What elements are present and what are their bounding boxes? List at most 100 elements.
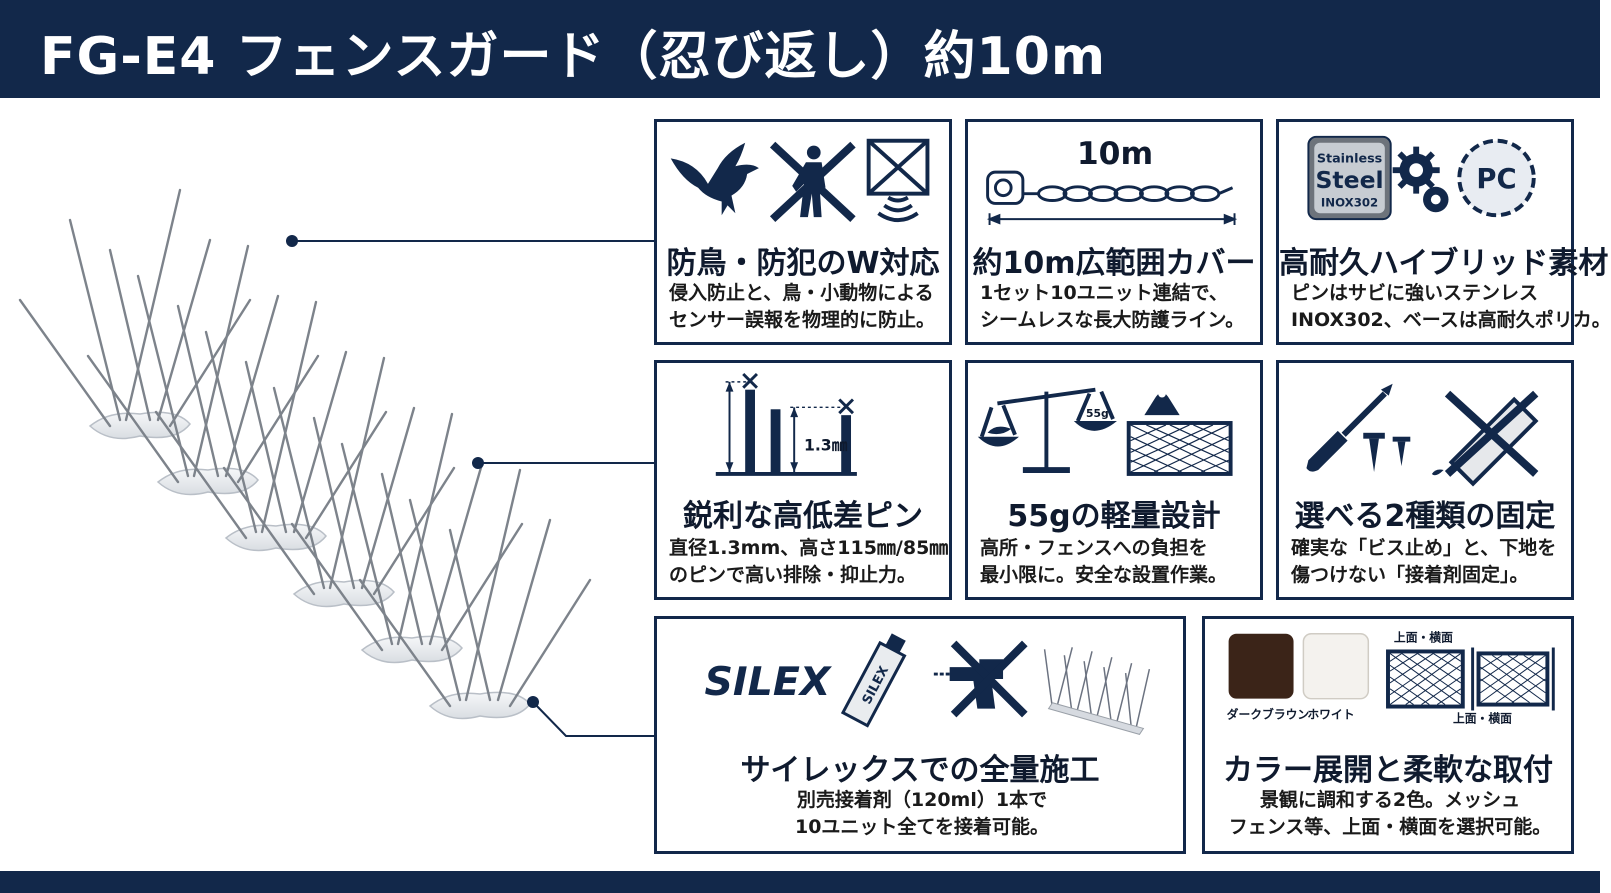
stainless-pin bbox=[448, 528, 492, 702]
stainless-pin bbox=[154, 410, 248, 540]
stainless-pin bbox=[236, 354, 320, 484]
stainless-pin bbox=[108, 248, 152, 422]
adhesive-tube-icon: SILEX bbox=[840, 633, 907, 728]
feature-card-fixing: 選べる2種類の固定 確実な「ビス止め」と、下地を 傷つけない「接着剤固定」。 bbox=[1276, 360, 1574, 600]
no-sensor-icon bbox=[866, 138, 930, 223]
card-description: 直径1.3mm、高さ115㎜/85㎜ のピンで高い排除・抑止力。 bbox=[669, 537, 949, 586]
mount-label-top: 上面・横面 bbox=[1394, 631, 1453, 645]
dark-brown-swatch bbox=[1228, 633, 1294, 699]
coverage-icons: 10m bbox=[986, 136, 1238, 226]
stainless-pin bbox=[358, 578, 452, 708]
feature-card-material: Stainless Steel INOX302 PC 高耐久ハイブリッド素材 ピ… bbox=[1276, 119, 1611, 345]
silex-logo-icon: SILEX bbox=[704, 659, 832, 705]
card-description: 別売接着剤（120ml）1本で 10ユニット全てを接着可能。 bbox=[794, 789, 1050, 838]
svg-text:INOX302: INOX302 bbox=[1321, 195, 1378, 209]
chain-icon bbox=[1037, 185, 1234, 202]
feature-card-bird-crime: 防鳥・防犯のW対応 侵入防止と、鳥・小動物による センサー誤報を物理的に防止。 bbox=[654, 119, 952, 345]
fence-guard-product-image bbox=[18, 188, 592, 720]
material-icons: Stainless Steel INOX302 PC bbox=[1307, 135, 1536, 221]
stainless-pin bbox=[464, 468, 522, 702]
white-swatch bbox=[1302, 633, 1370, 700]
stainless-pin bbox=[508, 578, 592, 708]
balance-scale-icon bbox=[979, 387, 1115, 473]
stainless-pin bbox=[290, 522, 384, 652]
stainless-pin bbox=[496, 518, 552, 702]
card-description: 高所・フェンスへの負担を 最小限に。安全な設置作業。 bbox=[980, 537, 1228, 586]
stainless-pin bbox=[244, 360, 288, 534]
card-title: 選べる2種類の固定 bbox=[1294, 499, 1556, 534]
stainless-pin bbox=[168, 298, 252, 428]
stainless-pin bbox=[68, 218, 122, 422]
dark-brown-label: ダークブラウン bbox=[1227, 707, 1310, 721]
feature-card-silex: SILEX SILEX サイレックスでの全量施工 別売接着剤（120ml）1本で… bbox=[654, 616, 1186, 854]
card-title: 約10m広範囲カバー bbox=[972, 246, 1256, 281]
spike-base bbox=[224, 523, 327, 552]
card-title: カラー展開と柔軟な取付 bbox=[1223, 753, 1553, 788]
stainless-pin bbox=[204, 330, 258, 534]
no-intruder-icon bbox=[769, 141, 856, 223]
card-title: 防鳥・防犯のW対応 bbox=[666, 246, 940, 281]
stainless-pin bbox=[192, 244, 250, 478]
mesh-fence-icon bbox=[1386, 647, 1555, 711]
stainless-pin bbox=[440, 522, 524, 652]
stainless-pin bbox=[304, 410, 388, 540]
stainless-pin bbox=[272, 386, 326, 590]
feature-card-weight: 55g 55gの軽量設計 高所・フェンスへの負担を 最小限に。安全な設置作業。 bbox=[965, 360, 1263, 600]
card-description: ピンはサビに強いステンレス INOX302、ベースは高耐久ポリカ。 bbox=[1291, 282, 1611, 331]
card-description: 確実な「ビス止め」と、下地を 傷つけない「接着剤固定」。 bbox=[1291, 537, 1557, 586]
card-title: 55gの軽量設計 bbox=[1007, 499, 1221, 534]
stainless-pin bbox=[18, 298, 112, 428]
page-title: FG-E4 フェンスガード（忍び返し）約10m bbox=[40, 27, 1107, 87]
weight-on-fence-icon bbox=[1126, 389, 1233, 476]
card-description: 侵入防止と、鳥・小動物による センサー誤報を物理的に防止。 bbox=[669, 282, 936, 331]
footer-bar bbox=[0, 871, 1600, 893]
svg-text:Stainless: Stainless bbox=[1317, 151, 1382, 166]
spike-base bbox=[360, 635, 463, 664]
spike-base bbox=[88, 411, 191, 440]
stainless-pin bbox=[176, 304, 220, 478]
spike-base bbox=[156, 467, 259, 496]
pc-gear-icon: PC bbox=[1457, 138, 1536, 218]
stainless-pin bbox=[372, 466, 456, 596]
svg-text:PC: PC bbox=[1476, 164, 1516, 195]
stainless-pin bbox=[312, 416, 356, 590]
length-label: 10m bbox=[1077, 136, 1153, 172]
no-drill-icon bbox=[933, 640, 1028, 718]
card-description: 景観に調和する2色。メッシュ フェンス等、上面・横面を選択可能。 bbox=[1228, 789, 1552, 838]
weight-label: 55g bbox=[1086, 407, 1109, 420]
white-label: ホワイト bbox=[1307, 707, 1354, 721]
stainless-pin bbox=[222, 466, 316, 596]
spike-strip-icon bbox=[1043, 647, 1151, 731]
bird-icon bbox=[670, 142, 759, 216]
color-mount-icons: ダークブラウン ホワイト 上面・横面 上面・横面 bbox=[1227, 631, 1555, 725]
stainless-pin bbox=[136, 274, 190, 478]
card-title: サイレックスでの全量施工 bbox=[740, 753, 1100, 788]
mount-label-bottom: 上面・横面 bbox=[1453, 711, 1512, 725]
feature-card-pin: 1.3㎜ 鋭利な高低差ピン 直径1.3mm、高さ115㎜/85㎜ のピンで高い排… bbox=[654, 360, 952, 600]
stainless-pin bbox=[260, 300, 318, 534]
stainless-pin bbox=[340, 442, 394, 646]
fixing-icons bbox=[1306, 383, 1539, 487]
no-glue-tube-icon bbox=[1431, 390, 1539, 487]
stainless-steel-badge-icon: Stainless Steel INOX302 bbox=[1307, 135, 1392, 221]
card-title: 高耐久ハイブリッド素材 bbox=[1279, 246, 1609, 281]
spike-base bbox=[292, 579, 395, 608]
stainless-pin bbox=[124, 188, 182, 422]
tape-measure-icon bbox=[986, 170, 1039, 205]
stainless-pin bbox=[408, 498, 462, 702]
pin-diameter-label: 1.3㎜ bbox=[804, 435, 848, 454]
silex-icons: SILEX SILEX bbox=[704, 633, 1151, 735]
card-title: 鋭利な高低差ピン bbox=[683, 499, 923, 534]
feature-card-coverage: 10m 約10m広範囲カバー 1セット10ユニット連結で、 シームレスな長大防護… bbox=[965, 119, 1263, 345]
screwdriver-icon bbox=[1306, 383, 1393, 472]
stainless-pin bbox=[328, 356, 386, 590]
bird-crime-icons bbox=[670, 138, 930, 223]
stainless-pin bbox=[380, 472, 424, 646]
stainless-pin bbox=[86, 354, 180, 484]
gear-icon bbox=[1392, 146, 1449, 213]
stainless-pin bbox=[396, 412, 454, 646]
feature-card-color-mount: ダークブラウン ホワイト 上面・横面 上面・横面 カラー展開と柔軟な取付 景観に… bbox=[1202, 616, 1574, 854]
card-description: 1セット10ユニット連結で、 シームレスな長大防護ライン。 bbox=[980, 282, 1245, 331]
svg-text:Steel: Steel bbox=[1316, 166, 1384, 194]
weight-icons: 55g bbox=[977, 387, 1233, 476]
